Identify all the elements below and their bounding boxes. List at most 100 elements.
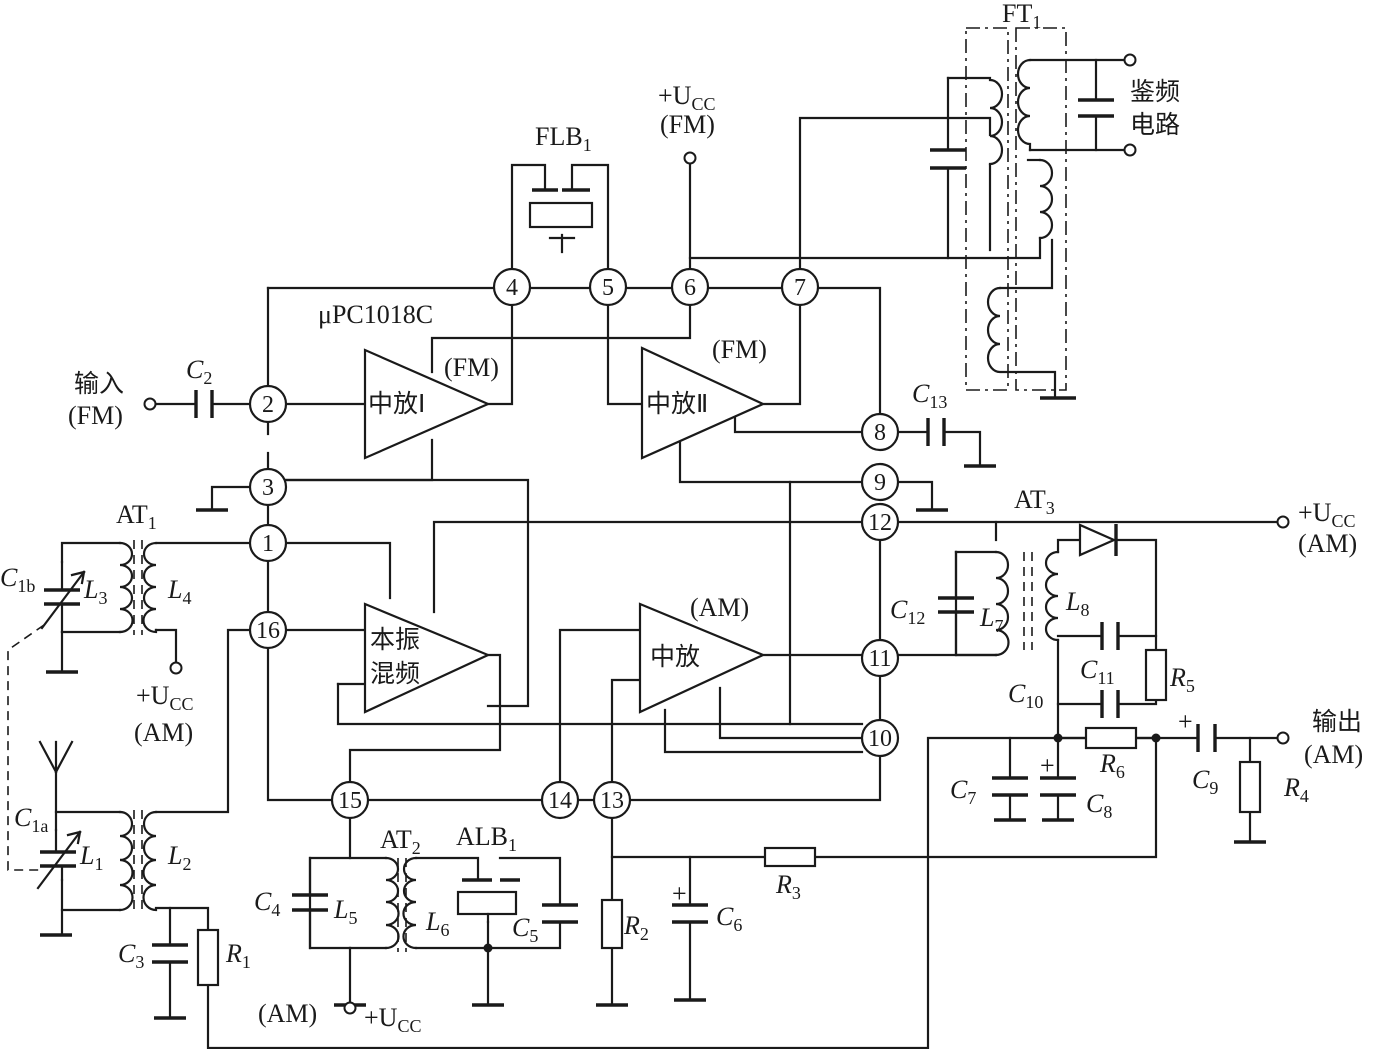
discriminator-label-2: 电路 [1130,110,1180,139]
r3-label: R3 [775,870,801,903]
r2-label: R2 [623,911,649,944]
inductors [118,58,1060,952]
vcc-am-left-label: +UCC [136,681,193,714]
pin-10-label: 10 [868,726,892,752]
pin-1: 1 [248,523,288,563]
r4-label: R4 [1283,773,1309,806]
chip-name: μPC1018C [318,300,433,329]
labels: μPC1018C 中放Ⅰ 中放Ⅱ 中放 本振 混频 (FM) (FM) (AM)… [0,0,1363,1036]
l1-label: L1 [79,841,103,874]
pin-4-label: 4 [506,275,518,301]
pin-8-label: 8 [874,420,886,446]
r5-label: R5 [1169,663,1195,696]
vcc-am-right-label: +UCC [1298,498,1355,531]
c10-label: C10 [1008,679,1043,712]
pin-6: 6 [670,267,710,307]
pin-16-label: 16 [256,618,280,644]
capacitors [7,98,1217,964]
antenna-icon [38,740,74,774]
at2-label: AT2 [380,825,421,858]
amplifiers [363,346,766,714]
pin-14-label: 14 [548,788,572,814]
r1-label: R1 [225,939,251,972]
pin-6-label: 6 [684,275,696,301]
pin-15: 15 [330,780,370,820]
c9-plus: + [1178,707,1193,736]
l8-label: L8 [1065,587,1089,620]
pin-7: 7 [780,267,820,307]
vcc-am-bottom-tag: (AM) [258,999,317,1028]
c11-label: C11 [1080,655,1115,688]
l2-label: L2 [167,841,191,874]
pin-4: 4 [492,267,532,307]
terminals [143,53,1290,1015]
pin-11: 11 [860,638,900,678]
c1a-label: C1a [14,803,48,836]
vcc-fm-label: +UCC [658,81,715,114]
if-amp-2-label: 中放Ⅱ [646,389,708,418]
c1b-label: C1b [0,563,35,596]
c12-label: C12 [890,595,925,628]
if-amp-1-label: 中放Ⅰ [368,389,425,418]
filters [456,188,594,924]
pin-9-label: 9 [874,470,886,496]
pin-10: 10 [860,718,900,758]
l3-label: L3 [83,575,107,608]
pin-3: 3 [248,467,288,507]
ft1-label: FT1 [1002,0,1041,32]
l7-label: L7 [979,603,1003,636]
discriminator-label-1: 鉴频 [1130,77,1180,106]
c13-label: C13 [912,379,947,412]
c4-label: C4 [254,887,280,920]
c6-plus: + [672,879,687,908]
pin-2-label: 2 [262,392,274,418]
input-label-2: (FM) [68,401,123,430]
pin-9: 9 [860,462,900,502]
pin-5-label: 5 [602,275,614,301]
c8-plus: + [1040,751,1055,780]
flb1-label: FLB1 [535,122,592,155]
pin-5: 5 [588,267,628,307]
vcc-am-bottom-label: +UCC [364,1003,421,1036]
c5-label: C5 [512,913,538,946]
pin-11-label: 11 [868,646,891,672]
c2-label: C2 [186,355,212,388]
fm-tag-amp2: (FM) [712,335,767,364]
pin-2: 2 [248,384,288,424]
vcc-fm-tag: (FM) [660,110,715,139]
alb1-label: ALB1 [456,822,517,855]
vcc-am-right-tag: (AM) [1298,529,1357,558]
output-label-1: 输出 [1312,707,1362,736]
grounds [40,396,1266,1020]
output-label-2: (AM) [1304,740,1363,769]
l4-label: L4 [167,575,191,608]
diode [1078,523,1117,557]
ft1-shield-left [965,27,1009,391]
pin-12: 12 [860,502,900,542]
osc-mixer-label-1: 本振 [370,625,420,654]
pin-3-label: 3 [262,475,274,501]
pin-16: 16 [248,610,288,650]
c3-label: C3 [118,939,144,972]
c6-label: C6 [716,902,742,935]
c9-label: C9 [1192,765,1218,798]
vcc-am-left-tag: (AM) [134,718,193,747]
pin-8: 8 [860,412,900,452]
pin-13: 13 [592,780,632,820]
pin-15-label: 15 [338,788,362,814]
pin-7-label: 7 [794,275,806,301]
pin-12-label: 12 [868,510,892,536]
pin-1-label: 1 [262,531,274,557]
wires [54,58,1284,1049]
junction-dots [483,733,1161,953]
c7-label: C7 [950,775,976,808]
r6-label: R6 [1099,749,1125,782]
ft1-shield-right [1015,27,1067,391]
l5-label: L5 [333,895,357,928]
l6-label: L6 [425,907,449,940]
pin-13-label: 13 [600,788,624,814]
pin-14: 14 [540,780,580,820]
input-label-1: 输入 [74,369,124,398]
osc-mixer-label-2: 混频 [370,659,420,688]
